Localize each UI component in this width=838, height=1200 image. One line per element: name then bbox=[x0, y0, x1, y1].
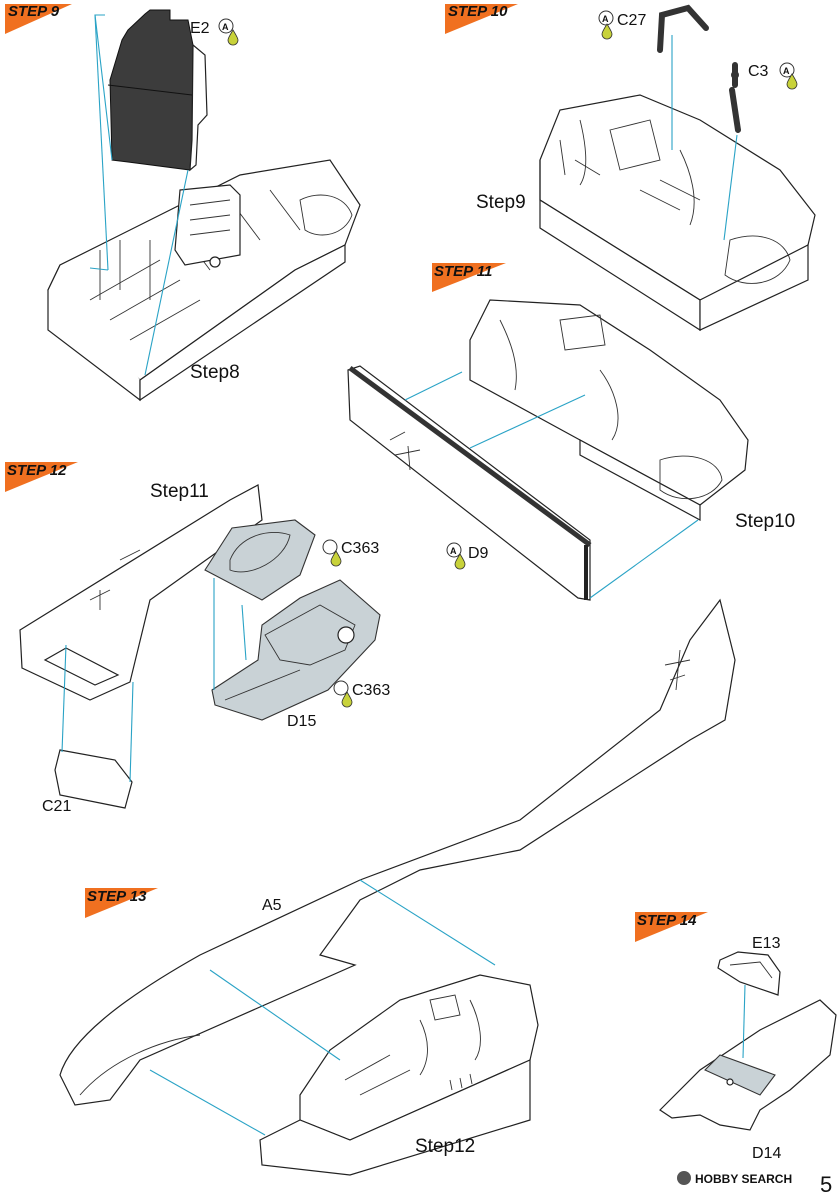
step-9-badge-e2: A bbox=[218, 18, 239, 46]
part-label-c3: C3 bbox=[748, 63, 769, 80]
part-label-e13: E13 bbox=[752, 935, 781, 952]
step-14-label: STEP 14 bbox=[637, 912, 697, 929]
part-label-d9: D9 bbox=[468, 545, 489, 562]
step-14-drawing: E13 D14 bbox=[659, 935, 837, 1162]
step-12-label: STEP 12 bbox=[7, 462, 67, 479]
step-14-banner: STEP 14 bbox=[635, 912, 708, 942]
step-13-drawing: A5 Step12 bbox=[59, 598, 736, 1176]
assembly-label-step9: Step9 bbox=[476, 192, 526, 213]
part-label-c363-bottom: C363 bbox=[352, 682, 390, 699]
step-10-drawing: A C27 C3 A Step9 bbox=[476, 4, 816, 332]
svg-text:A: A bbox=[602, 14, 609, 24]
hobby-search-logo: HOBBY SEARCH bbox=[677, 1171, 792, 1186]
step-12-badge-c363-top bbox=[322, 539, 342, 567]
svg-text:A: A bbox=[450, 546, 457, 556]
svg-text:A: A bbox=[783, 66, 790, 76]
step-10-label: STEP 10 bbox=[448, 3, 508, 20]
footer-brand: HOBBY SEARCH bbox=[695, 1172, 792, 1186]
step-13-banner: STEP 13 bbox=[85, 888, 158, 918]
part-label-a5: A5 bbox=[262, 897, 282, 914]
step-9-banner: STEP 9 bbox=[5, 3, 72, 34]
step-12-banner: STEP 12 bbox=[5, 462, 78, 492]
page-number: 5 bbox=[820, 1172, 832, 1197]
assembly-label-step8: Step8 bbox=[190, 362, 240, 383]
part-label-d15: D15 bbox=[287, 713, 316, 730]
step-11-label: STEP 11 bbox=[434, 263, 492, 280]
step-12-drawing: C363 C363 D15 C21 Step11 bbox=[19, 481, 390, 815]
part-label-e2: E2 bbox=[190, 20, 210, 37]
footer: HOBBY SEARCH 5 bbox=[677, 1171, 832, 1197]
svg-text:A: A bbox=[222, 22, 229, 32]
step-9-label: STEP 9 bbox=[8, 3, 60, 20]
step-12-badge-c363-bottom bbox=[333, 680, 353, 708]
assembly-label-step11: Step11 bbox=[150, 481, 209, 502]
step-10-banner: STEP 10 bbox=[445, 3, 518, 34]
step-11-banner: STEP 11 bbox=[432, 263, 506, 292]
assembly-label-step12: Step12 bbox=[415, 1136, 475, 1157]
step-11-drawing: A D9 Step10 bbox=[347, 299, 795, 601]
part-label-c363-top: C363 bbox=[341, 540, 379, 557]
step-13-label: STEP 13 bbox=[87, 888, 147, 905]
part-label-c27: C27 bbox=[617, 12, 646, 29]
step-11-badge-d9: A bbox=[446, 542, 466, 570]
step-9-drawing: A E2 Step8 bbox=[47, 9, 361, 402]
part-label-c21: C21 bbox=[42, 798, 71, 815]
assembly-label-step10: Step10 bbox=[735, 511, 795, 532]
step-10-badge-c3: A bbox=[779, 62, 798, 90]
step-10-badge-c27: A bbox=[598, 10, 614, 40]
part-label-d14: D14 bbox=[752, 1145, 781, 1162]
